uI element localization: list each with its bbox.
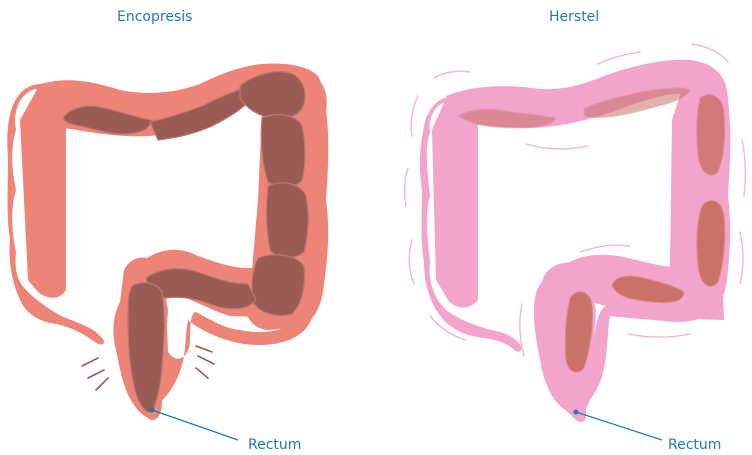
herstel-colon — [405, 44, 746, 440]
herstel-rectum-label: Rectum — [668, 436, 721, 454]
herstel-rectum-pointer — [574, 410, 663, 441]
herstel-title: Herstel — [549, 8, 599, 26]
encopresis-title: Encopresis — [117, 8, 192, 26]
encopresis-rectum-label: Rectum — [248, 436, 301, 454]
encopresis-rectum-pointer — [150, 408, 239, 441]
encopresis-stool — [64, 72, 308, 413]
encopresis-colon — [7, 64, 328, 441]
